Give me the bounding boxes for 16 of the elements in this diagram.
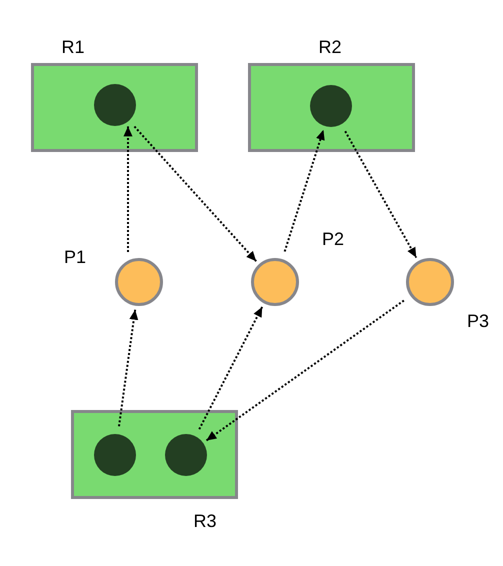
- node-label: R1: [62, 38, 84, 58]
- arrow: [206, 300, 404, 442]
- resource-instance-dot: [94, 434, 136, 476]
- arrow: [124, 126, 132, 252]
- resource-instance-dot: [94, 84, 136, 126]
- arrow: [198, 306, 264, 430]
- node-label: R3: [194, 512, 216, 532]
- arrow: [344, 130, 418, 258]
- node-label: P1: [64, 248, 86, 268]
- resource-instance-dot: [165, 434, 207, 476]
- node-label: P2: [322, 230, 344, 250]
- node-label: P3: [466, 312, 490, 332]
- arrow: [134, 126, 257, 262]
- node-label: R2: [318, 38, 342, 58]
- arrow: [284, 130, 325, 252]
- resource-instance-dot: [310, 85, 352, 127]
